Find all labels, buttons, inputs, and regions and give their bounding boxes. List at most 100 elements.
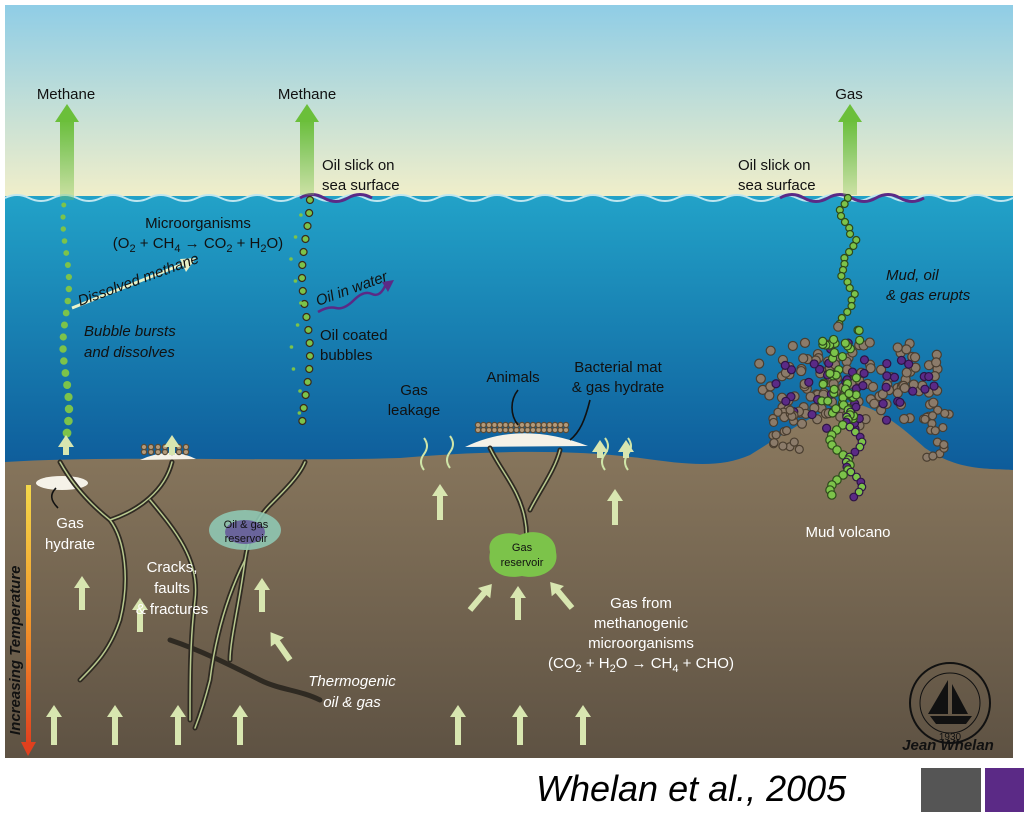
- oil-particle: [821, 423, 832, 433]
- animal: [480, 421, 487, 429]
- gas-bubble: [829, 347, 840, 358]
- label-microorganisms: Microorganisms: [145, 215, 251, 232]
- accent-square-purple: [985, 768, 1024, 812]
- oil-particle: [882, 371, 892, 381]
- oil-coated-bubble: [305, 208, 314, 218]
- mud-particle: [773, 407, 783, 417]
- migration-arrow: [170, 705, 186, 745]
- oil-coated-bubble: [305, 195, 315, 205]
- gas-bubble: [843, 307, 852, 317]
- gas-bubble: [840, 217, 850, 227]
- mud-particle: [927, 411, 938, 421]
- label-gas-leakage-2: leakage: [388, 402, 441, 419]
- oil-particle: [920, 384, 930, 394]
- label-oil-gas-reservoir-2: reservoir: [225, 533, 268, 545]
- conduit-bubble: [845, 422, 855, 432]
- oil-slick-right: [779, 193, 925, 203]
- oil-particle: [859, 355, 870, 365]
- label-gas-reservoir-2: reservoir: [501, 557, 544, 569]
- oil-coated-bubble: [304, 325, 313, 335]
- oil-particle: [889, 372, 900, 382]
- label-signature: Jean Whelan: [902, 737, 994, 754]
- oil-particle: [895, 397, 905, 407]
- upward-migration-arrows: [46, 435, 634, 745]
- gas-bubble: [831, 404, 841, 414]
- migration-arrow: [164, 435, 180, 455]
- bubble: [61, 202, 67, 208]
- migration-arrow: [450, 705, 466, 745]
- gas-plume-right: [838, 104, 862, 195]
- label-oil-coated-1: Oil coated: [320, 327, 388, 344]
- animal: [485, 421, 493, 429]
- bubble: [291, 367, 296, 371]
- mud-particle: [769, 438, 779, 448]
- label-gas-hydrate-2: hydrate: [45, 536, 95, 553]
- mud-particle: [928, 397, 939, 408]
- bubble: [61, 369, 70, 377]
- label-gas-right: Gas: [835, 86, 863, 103]
- animal: [557, 421, 564, 429]
- mud-particle: [892, 342, 903, 353]
- mud-particle: [898, 413, 910, 425]
- bubble: [60, 321, 68, 329]
- mud-particle: [864, 337, 875, 348]
- animal: [182, 443, 190, 451]
- oil-coated-bubble: [302, 312, 311, 322]
- conduit-bubble: [850, 447, 860, 457]
- conduit-bubble: [849, 492, 859, 502]
- citation: Whelan et al., 2005: [536, 768, 847, 809]
- label-cracks-3: & fractures: [136, 601, 209, 618]
- oil-particle: [809, 359, 819, 369]
- animal-cluster: [474, 421, 570, 434]
- bubble: [64, 416, 73, 426]
- gas-bubble: [843, 193, 852, 203]
- gas-bubble: [851, 373, 861, 383]
- bubble-column-left: [59, 202, 74, 438]
- mud-particle: [920, 414, 930, 424]
- gas-bubble: [851, 390, 861, 400]
- label-bubble-bursts-2: and dissolves: [84, 344, 175, 361]
- mud-particle: [754, 358, 765, 369]
- oil-coated-bubble: [298, 416, 307, 426]
- bubble: [64, 262, 71, 268]
- bubble: [295, 323, 300, 327]
- pointer-arrows: [50, 389, 591, 509]
- oil-coated-bubble: [301, 390, 310, 400]
- animal: [496, 421, 504, 429]
- gas-bubble: [828, 334, 839, 345]
- whoi-seal: 1930: [909, 662, 991, 744]
- animal: [540, 421, 548, 429]
- oil-particle: [858, 381, 868, 391]
- oil-coated-bubble: [305, 351, 315, 361]
- bubble: [60, 357, 68, 365]
- oil-particle: [780, 360, 790, 370]
- gas-bubble: [847, 301, 856, 311]
- oil-coated-bubble: [301, 234, 310, 244]
- label-mud-oil-gas-2: & gas erupts: [886, 287, 971, 304]
- animal: [518, 421, 526, 429]
- animal: [147, 443, 155, 451]
- gas-bubble: [844, 388, 854, 399]
- bubble: [298, 389, 302, 393]
- label-methanogenic-1: Gas from: [610, 595, 672, 612]
- label-oil-slick-mid-2: sea surface: [322, 177, 400, 194]
- label-oil-slick-right-1: Oil slick on: [738, 157, 811, 174]
- bubble: [65, 285, 73, 293]
- oil-coated-bubble: [298, 260, 307, 270]
- label-oil-coated-2: bubbles: [320, 347, 373, 364]
- bubble: [63, 381, 72, 389]
- mud-particle: [899, 382, 910, 394]
- bubble: [293, 279, 298, 283]
- migration-arrow: [254, 578, 270, 612]
- migration-arrow: [58, 435, 74, 455]
- label-bacterial-mat-2: & gas hydrate: [572, 379, 665, 396]
- bubble: [64, 392, 73, 402]
- migration-arrow: [74, 576, 90, 610]
- mud-particle: [930, 426, 940, 436]
- mud-particle: [928, 451, 938, 461]
- bubble-column-mid: [289, 195, 315, 426]
- bubble: [64, 404, 74, 414]
- label-bacterial-mat-1: Bacterial mat: [574, 359, 662, 376]
- label-cracks-2: faults: [154, 580, 190, 597]
- migration-arrow: [592, 440, 608, 458]
